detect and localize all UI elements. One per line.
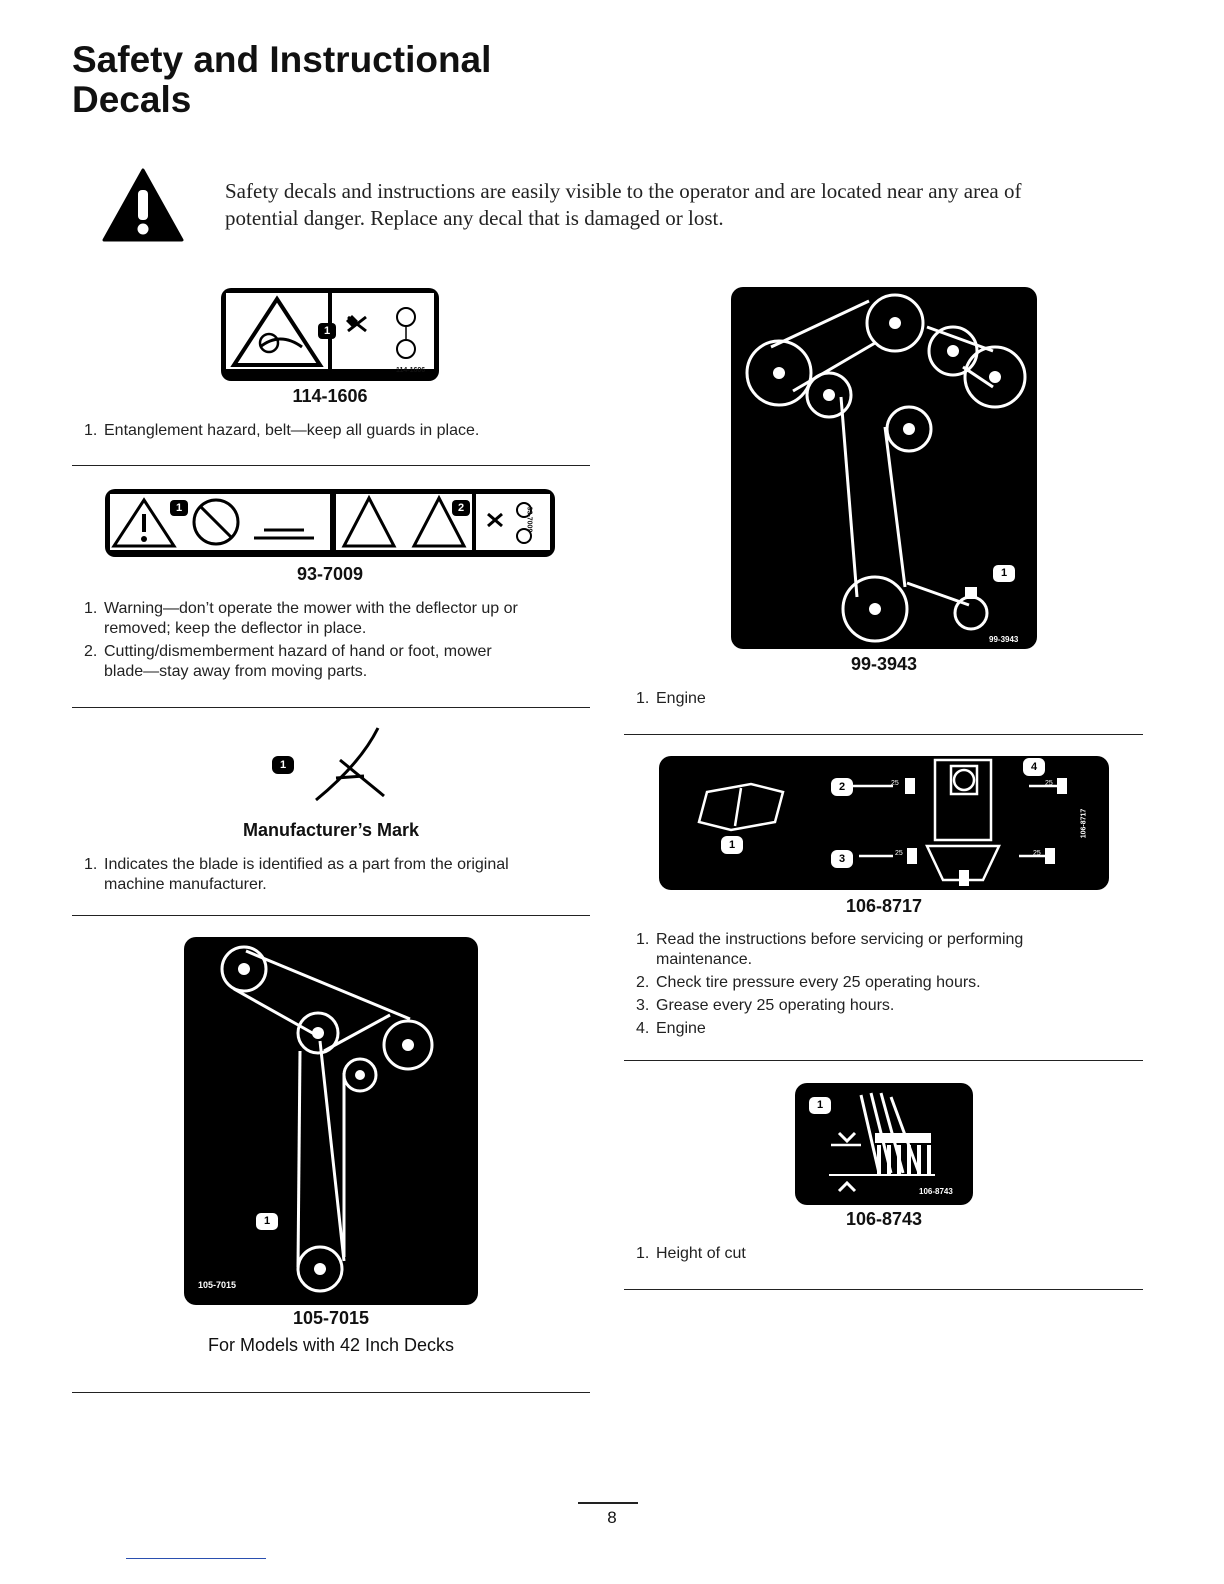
decal-id-93-7009: 93-7009 <box>296 564 364 584</box>
decal-106-8743-list: 1. Height of cut <box>624 1244 1140 1267</box>
footer-link-underline <box>126 1558 266 1559</box>
page-number: 8 <box>607 1508 617 1527</box>
decal-105-7015-subtitle: For Models with 42 Inch Decks <box>207 1335 455 1355</box>
decal-badge-1: 1 <box>256 1213 278 1230</box>
decal-badge-4: 4 <box>1023 758 1045 776</box>
list-item: 1. Warning—don’t operate the mower with … <box>84 600 518 637</box>
manufacturer-mark-icon <box>315 727 385 802</box>
page-title-line2: Decals <box>72 79 192 120</box>
divider <box>72 1392 590 1393</box>
decal-badge-1: 1 <box>809 1097 831 1114</box>
manufacturer-mark-list: 1. Indicates the blade is identified as … <box>72 855 588 898</box>
mark-badge: 1 <box>272 756 294 774</box>
decal-106-8743-image: 1 106-8743 <box>795 1083 973 1205</box>
decal-105-7015-image: 1 105-7015 <box>184 937 478 1305</box>
decal-114-1606-image: 1 114-1606 <box>220 287 440 382</box>
divider <box>72 465 590 466</box>
decal-id-114-1606: 114-1606 <box>292 386 368 406</box>
decal-114-1606-list: 1. Entanglement hazard, belt—keep all gu… <box>72 421 588 444</box>
decal-badge-1: 1 <box>993 565 1015 582</box>
decal-stamp: 114-1606 <box>396 367 426 374</box>
divider <box>624 734 1143 735</box>
interval-label: 25 <box>891 780 899 787</box>
decal-stamp: 106-8743 <box>919 1187 953 1196</box>
page-title: Safety and Instructional Decals <box>72 40 491 120</box>
decal-id-106-8743: 106-8743 <box>845 1209 923 1229</box>
divider <box>72 707 590 708</box>
list-item: 4. Engine <box>636 1020 706 1037</box>
warning-triangle-icon <box>102 168 184 242</box>
decal-badge-2: 2 <box>831 778 853 796</box>
intro-line2: potential danger. Replace any decal that… <box>225 206 724 230</box>
interval-label: 25 <box>1045 780 1053 787</box>
list-item: 2. Cutting/dismemberment hazard of hand … <box>84 643 492 680</box>
decal-stamp: 99-3943 <box>989 635 1019 644</box>
decal-badge-3: 3 <box>831 850 853 868</box>
footer-rule <box>578 1502 638 1504</box>
decal-badge-2: 2 <box>452 500 470 516</box>
list-item: 1. Height of cut <box>636 1245 746 1262</box>
divider <box>624 1060 1143 1061</box>
divider <box>72 915 590 916</box>
list-item: 1. Entanglement hazard, belt—keep all gu… <box>84 422 480 439</box>
list-item: 1. Indicates the blade is identified as … <box>84 856 509 893</box>
decal-99-3943-image: 1 99-3943 <box>731 287 1037 649</box>
interval-label: 25 <box>1033 850 1041 857</box>
decal-badge-1: 1 <box>318 323 336 339</box>
decal-badge-1: 1 <box>721 836 743 854</box>
interval-label: 25 <box>895 850 903 857</box>
list-item: 3. Grease every 25 operating hours. <box>636 997 895 1014</box>
decal-stamp: 105-7015 <box>198 1280 237 1290</box>
decal-106-8717-image: 1 2 3 4 25 25 25 25 106-8717 <box>659 756 1109 890</box>
decal-106-8717-list: 1. Read the instructions before servicin… <box>624 930 1140 1042</box>
list-item: 2. Check tire pressure every 25 operatin… <box>636 974 981 991</box>
decal-id-106-8717: 106-8717 <box>845 896 923 916</box>
decal-stamp: 93-7009 <box>525 506 533 533</box>
list-item: 1. Read the instructions before servicin… <box>636 931 1024 968</box>
list-item: 1. Engine <box>636 690 706 707</box>
page-title-line1: Safety and Instructional <box>72 39 492 80</box>
decal-93-7009-image: 1 2 93-7009 <box>104 488 556 558</box>
decal-badge-1: 1 <box>170 500 188 516</box>
divider <box>624 1289 1143 1290</box>
decal-stamp: 106-8717 <box>1080 808 1088 839</box>
decal-99-3943-list: 1. Engine <box>624 689 1140 712</box>
decal-93-7009-list: 1. Warning—don’t operate the mower with … <box>72 599 588 685</box>
intro-line1: Safety decals and instructions are easil… <box>225 179 1022 203</box>
intro-text: Safety decals and instructions are easil… <box>225 178 1125 232</box>
manufacturer-mark-title: Manufacturer’s Mark <box>242 820 420 840</box>
decal-id-99-3943: 99-3943 <box>850 654 918 674</box>
decal-id-105-7015: 105-7015 <box>292 1308 370 1328</box>
